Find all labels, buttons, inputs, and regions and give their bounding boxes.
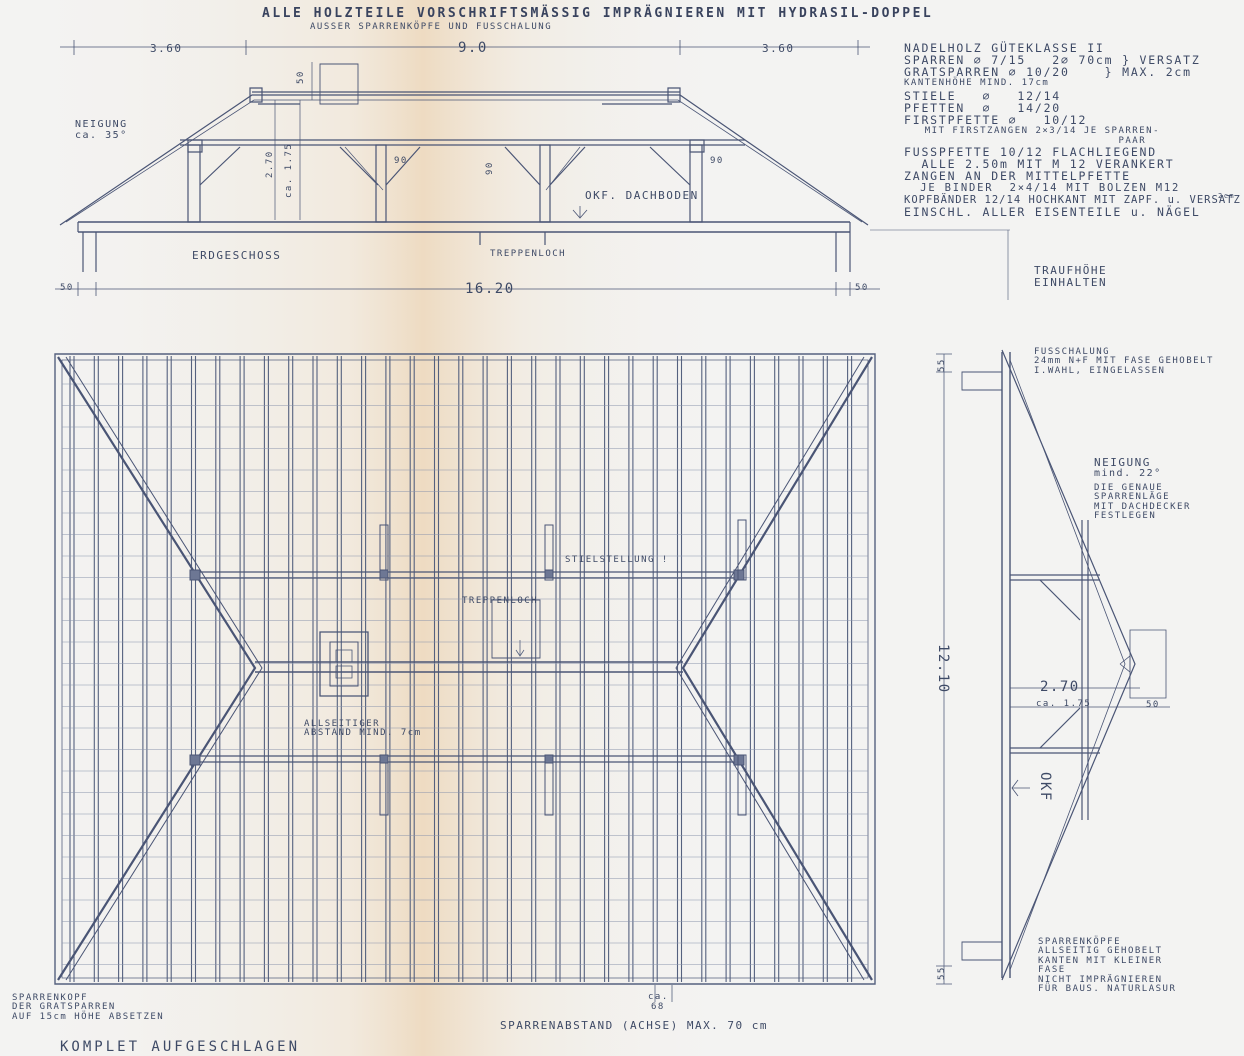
spec-line: FIRSTPFETTE ∅ 10/12	[904, 113, 1088, 127]
dim-90-b: 90	[485, 161, 495, 175]
title-line1: ALLE HOLZTEILE VORSCHRIFTSMÄSSIG IMPRÄGN…	[262, 6, 934, 21]
plan-view	[55, 354, 952, 1002]
erdgeschoss: ERDGESCHOSS	[192, 249, 282, 262]
spec-line: GRATSPARREN ∅ 10/20 } MAX. 2cm	[904, 65, 1192, 79]
dim-50-left: 50	[60, 283, 74, 293]
treppenloch-elev: TREPPENLOCH	[490, 249, 567, 259]
spec-line: PAAR	[904, 136, 1147, 146]
spec-unit: 2cm	[1218, 192, 1236, 200]
spec-line: STIELE ∅ 12/14	[904, 89, 1062, 103]
neigung-label: NEIGUNG	[75, 119, 128, 130]
fusschalung-note: FUSSCHALUNG 24mm N+F MIT FASE GEHOBELT I…	[1034, 347, 1214, 376]
dim-mid: 9.0	[458, 40, 488, 56]
sparrenkopf-note: SPARRENKOPF DER GRATSPARREN AUF 15cm HÖH…	[12, 993, 165, 1022]
treppenloch-plan: TREPPENLOCH	[462, 596, 539, 606]
dim-left: 3.60	[150, 42, 183, 55]
title-line2: AUSSER SPARRENKÖPFE UND FUSSCHALUNG	[310, 22, 553, 32]
traufhoehe: TRAUFHÖHE EINHALTEN	[1034, 264, 1108, 289]
section-neigung-note: DIE GENAUE SPARRENLÄGE MIT DACHDECKER FE…	[1094, 483, 1191, 522]
sparrenabstand: SPARRENABSTAND (ACHSE) MAX. 70 cm	[500, 1019, 769, 1032]
spec-line: PFETTEN ∅ 14/20	[904, 101, 1062, 115]
spec-line: KOPFBÄNDER 12/14 HOCHKANT MIT ZAPF. u. V…	[904, 194, 1241, 206]
dim-ca: ca.	[648, 992, 669, 1002]
spec-line: KANTENHÖHE MIND. 17cm	[904, 78, 1050, 88]
neigung-value: ca. 35°	[75, 130, 128, 141]
komplet-aufgeschlagen: KOMPLET AUFGESCHLAGEN	[60, 1039, 301, 1055]
dim-175-elev: ca. 1.75	[284, 142, 294, 198]
sparrenkoepfe-note: SPARRENKÖPFE ALLSEITIG GEHOBELT KANTEN M…	[1038, 937, 1177, 995]
spec-line: JE BINDER 2×4/14 MIT BOLZEN M12	[904, 182, 1181, 194]
section-dim-175: ca. 1.75	[1036, 699, 1092, 709]
dim-90-c: 90	[710, 156, 724, 166]
abstand-note: ALLSEITIGER ABSTAND MIND. 7cm	[304, 719, 422, 739]
spec-line: ZANGEN AN DER MITTELPFETTE	[904, 169, 1131, 183]
section-view	[962, 350, 1170, 980]
spec-line: ALLE 2.50m MIT M 12 VERANKERT	[904, 157, 1175, 171]
section-dim-270: 2.70	[1040, 679, 1080, 695]
spec-line: MIT FIRSTZANGEN 2×3/14 JE SPARREN-	[904, 126, 1160, 136]
plan-width-dim: 12.10	[935, 644, 951, 694]
spec-line: EINSCHL. ALLER EISENTEILE u. NÄGEL	[904, 205, 1201, 219]
dim-270-elev: 2.70	[265, 150, 275, 178]
dim-55-top: 55	[937, 358, 947, 372]
dim-50-elev: 50	[296, 70, 306, 84]
section-okf: OKF	[1037, 772, 1053, 802]
section-neigung: NEIGUNG	[1094, 456, 1151, 469]
spec-line: FUSSPFETTE 10/12 FLACHLIEGEND	[904, 145, 1157, 159]
section-dim-50: 50	[1146, 700, 1160, 710]
dim-right: 3.60	[762, 42, 795, 55]
stielstellung: STIELSTELLUNG !	[565, 555, 669, 565]
dim-55-bottom: 55	[937, 966, 947, 980]
overall-width: 16.20	[465, 281, 515, 297]
section-neigung-value: mind. 22°	[1094, 468, 1162, 479]
spec-line: NADELHOLZ GÜTEKLASSE II	[904, 41, 1105, 55]
okf-dachboden: OKF. DACHBODEN	[585, 189, 699, 202]
dim-68: 68	[651, 1002, 665, 1012]
elevation-view	[55, 40, 1010, 300]
dim-50-right: 50	[855, 283, 869, 293]
spec-line: SPARREN ∅ 7/15 2∅ 70cm } VERSATZ	[904, 53, 1201, 67]
dim-90-a: 90	[394, 156, 408, 166]
